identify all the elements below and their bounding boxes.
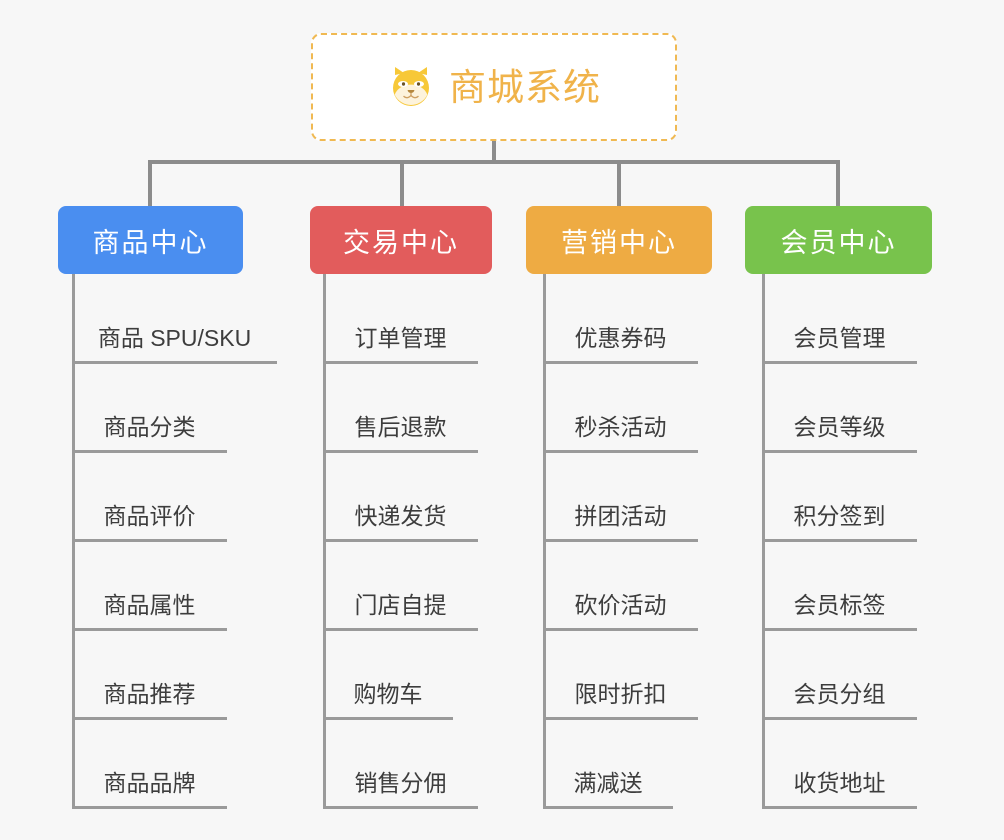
category-header-2[interactable]: 交易中心: [310, 206, 492, 274]
leaf-item[interactable]: 满减送: [543, 720, 673, 809]
leaf-item[interactable]: 砍价活动: [543, 542, 698, 631]
leaf-item[interactable]: 积分签到: [762, 453, 917, 542]
leaf-label: 快递发货: [354, 502, 447, 529]
leaf-label: 满减送: [573, 769, 643, 796]
leaf-item[interactable]: 优惠券码: [543, 275, 698, 364]
leaf-label: 购物车: [353, 680, 423, 707]
leaf-label: 优惠券码: [574, 324, 667, 351]
connector-drop-4: [836, 160, 840, 206]
leaf-item[interactable]: 限时折扣: [543, 631, 698, 720]
leaf-item[interactable]: 会员等级: [762, 364, 917, 453]
leaf-item[interactable]: 商品评价: [72, 453, 227, 542]
leaf-item[interactable]: 拼团活动: [543, 453, 698, 542]
category-header-1[interactable]: 商品中心: [58, 206, 243, 274]
root-title: 商城系统: [449, 66, 601, 108]
leaf-item[interactable]: 会员管理: [762, 275, 917, 364]
leaf-label: 订单管理: [354, 324, 447, 351]
leaf-label: 销售分佣: [354, 769, 447, 796]
branch-spine: [543, 275, 546, 809]
category-header-4[interactable]: 会员中心: [745, 206, 932, 274]
branch-spine: [72, 275, 75, 809]
leaf-item[interactable]: 商品推荐: [72, 631, 227, 720]
branch-spine: [323, 275, 326, 809]
connector-horizontal-bus: [148, 160, 840, 164]
leaf-item[interactable]: 收货地址: [762, 720, 917, 809]
leaf-item[interactable]: 会员分组: [762, 631, 917, 720]
leaf-label: 会员分组: [793, 680, 886, 707]
leaf-label: 限时折扣: [574, 680, 667, 707]
leaf-label: 商品属性: [103, 591, 196, 618]
leaf-label: 商品品牌: [103, 769, 196, 796]
leaf-item[interactable]: 订单管理: [323, 275, 478, 364]
category-label: 商品中心: [92, 227, 209, 258]
leaf-item[interactable]: 商品属性: [72, 542, 227, 631]
leaf-label: 商品 SPU/SKU: [97, 324, 252, 351]
leaf-item[interactable]: 商品 SPU/SKU: [72, 275, 277, 364]
leaf-item[interactable]: 销售分佣: [323, 720, 478, 809]
leaf-label: 会员管理: [793, 324, 886, 351]
category-header-3[interactable]: 营销中心: [526, 206, 712, 274]
connector-drop-3: [617, 160, 621, 206]
leaf-label: 会员等级: [793, 413, 886, 440]
leaf-label: 商品推荐: [103, 680, 196, 707]
leaf-label: 售后退款: [354, 413, 447, 440]
leaf-item[interactable]: 会员标签: [762, 542, 917, 631]
leaf-label: 积分签到: [793, 502, 886, 529]
root-node[interactable]: 商城系统: [311, 33, 677, 141]
shiba-dog-face-icon: [387, 63, 435, 111]
leaf-item[interactable]: 门店自提: [323, 542, 478, 631]
leaf-label: 收货地址: [793, 769, 886, 796]
leaf-item[interactable]: 商品分类: [72, 364, 227, 453]
connector-root-stem: [492, 141, 496, 163]
category-label: 交易中心: [343, 227, 459, 258]
leaf-label: 会员标签: [793, 591, 886, 618]
leaf-label: 商品分类: [103, 413, 196, 440]
leaf-item[interactable]: 售后退款: [323, 364, 478, 453]
leaf-label: 拼团活动: [574, 502, 667, 529]
leaf-label: 商品评价: [103, 502, 196, 529]
leaf-item[interactable]: 商品品牌: [72, 720, 227, 809]
category-label: 营销中心: [561, 227, 677, 258]
leaf-label: 砍价活动: [574, 591, 667, 618]
connector-drop-1: [148, 160, 152, 206]
leaf-item[interactable]: 购物车: [323, 631, 453, 720]
category-label: 会员中心: [780, 227, 897, 258]
branch-spine: [762, 275, 765, 809]
leaf-item[interactable]: 快递发货: [323, 453, 478, 542]
leaf-label: 秒杀活动: [574, 413, 667, 440]
leaf-item[interactable]: 秒杀活动: [543, 364, 698, 453]
connector-drop-2: [400, 160, 404, 206]
leaf-label: 门店自提: [354, 591, 447, 618]
